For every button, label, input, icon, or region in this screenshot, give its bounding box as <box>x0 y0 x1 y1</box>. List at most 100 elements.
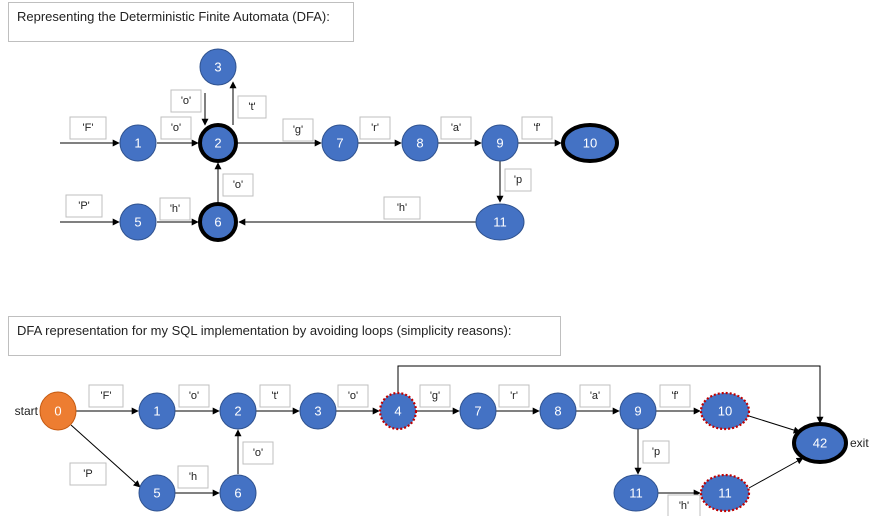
svg-text:'t': 't' <box>248 101 255 113</box>
state-top-9: 9 <box>481 124 519 162</box>
state-top-6: 6 <box>198 202 238 242</box>
state-top-7: 7 <box>321 124 359 162</box>
state-top-1: 1 <box>119 124 157 162</box>
state-bottom-9: 9 <box>619 392 657 430</box>
label-bottom-11-11: 'h' <box>667 494 701 516</box>
edge-10-42 <box>748 415 801 434</box>
state-bottom-10: 10 <box>699 391 751 431</box>
svg-text:'t': 't' <box>271 390 278 402</box>
state-bottom-4: 4 <box>378 391 418 431</box>
svg-text:'o': 'o' <box>348 390 358 402</box>
state-bottom-7: 7 <box>459 392 497 430</box>
state-bottom-11b: 11 <box>699 473 751 513</box>
label-top-P: 'P' <box>65 194 103 218</box>
state-bottom-5: 5 <box>138 474 176 512</box>
svg-text:3: 3 <box>314 404 321 419</box>
label-bottom-P: 'P <box>69 462 107 486</box>
label-top-1-2: 'o' <box>160 116 192 140</box>
svg-text:8: 8 <box>416 136 423 151</box>
svg-text:'o': 'o' <box>233 179 243 191</box>
state-top-8: 8 <box>401 124 439 162</box>
label-top-h: 'h' <box>159 197 191 221</box>
label-top-2-3: 't' <box>237 95 267 119</box>
label-bottom-F: 'F' <box>88 384 124 408</box>
state-bottom-3: 3 <box>299 392 337 430</box>
svg-text:10: 10 <box>718 404 732 419</box>
svg-text:'f': 'f' <box>671 390 678 402</box>
svg-text:6: 6 <box>214 215 221 230</box>
svg-text:'f': 'f' <box>533 122 540 134</box>
start-label: start <box>15 404 39 418</box>
state-bottom-0: 0 <box>39 391 77 431</box>
svg-text:'P': 'P' <box>78 200 90 212</box>
label-top-11-6: 'h' <box>383 196 421 220</box>
label-bottom-r: 'r' <box>498 384 530 408</box>
svg-text:'o': 'o' <box>181 95 191 107</box>
svg-text:'h': 'h' <box>679 500 689 512</box>
svg-text:4: 4 <box>394 404 401 419</box>
state-top-2: 2 <box>198 123 238 163</box>
svg-text:9: 9 <box>634 404 641 419</box>
svg-text:0: 0 <box>54 404 61 419</box>
edge-4-42 <box>397 365 824 424</box>
label-bottom-2-3: 't' <box>259 384 291 408</box>
svg-text:'o': 'o' <box>253 447 263 459</box>
svg-text:9: 9 <box>496 136 503 151</box>
edge-11-42 <box>748 457 804 489</box>
svg-text:'p: 'p <box>652 446 660 458</box>
svg-text:2: 2 <box>234 404 241 419</box>
svg-text:'F': 'F' <box>83 122 94 134</box>
svg-text:11: 11 <box>629 486 643 501</box>
svg-text:'o': 'o' <box>189 390 199 402</box>
label-bottom-6-2: 'o' <box>242 441 274 465</box>
title-box-bottom: DFA representation for my SQL implementa… <box>8 316 561 356</box>
svg-text:'r': 'r' <box>510 390 518 402</box>
exit-label: exit <box>850 436 869 450</box>
state-bottom-1: 1 <box>138 392 176 430</box>
state-bottom-42: 42 <box>792 422 848 464</box>
label-top-f: 'f' <box>521 116 553 140</box>
svg-text:5: 5 <box>153 486 160 501</box>
state-bottom-6: 6 <box>219 474 257 512</box>
svg-text:'a': 'a' <box>590 390 600 402</box>
label-top-p: 'p <box>504 168 532 192</box>
svg-text:1: 1 <box>134 136 141 151</box>
state-top-11: 11 <box>475 203 525 241</box>
label-top-F: 'F' <box>69 116 107 140</box>
svg-text:'h': 'h' <box>170 203 180 215</box>
state-bottom-8: 8 <box>539 392 577 430</box>
label-top-6-2: 'o' <box>222 173 254 197</box>
svg-text:3: 3 <box>214 60 221 75</box>
state-bottom-11a: 11 <box>613 474 659 512</box>
title-box-top: Representing the Deterministic Finite Au… <box>8 2 354 42</box>
svg-text:7: 7 <box>474 404 481 419</box>
label-bottom-f: 'f' <box>659 384 691 408</box>
svg-text:'r': 'r' <box>371 122 379 134</box>
label-top-g: 'g' <box>282 118 314 142</box>
svg-text:'a': 'a' <box>451 122 461 134</box>
label-top-a: 'a' <box>440 116 472 140</box>
label-bottom-3-4: 'o' <box>337 384 369 408</box>
svg-text:11: 11 <box>493 215 507 230</box>
state-bottom-2: 2 <box>219 392 257 430</box>
title-top: Representing the Deterministic Finite Au… <box>17 9 330 24</box>
svg-text:'P: 'P <box>83 468 92 480</box>
label-bottom-h: 'h <box>177 465 209 489</box>
label-bottom-1-2: 'o' <box>178 384 210 408</box>
svg-text:'h: 'h <box>189 471 197 483</box>
svg-text:8: 8 <box>554 404 561 419</box>
svg-text:'g': 'g' <box>293 124 303 136</box>
state-top-5: 5 <box>119 203 157 241</box>
svg-text:6: 6 <box>234 486 241 501</box>
edge-0-5 <box>70 424 141 488</box>
state-top-3: 3 <box>199 48 237 86</box>
svg-text:'g': 'g' <box>430 390 440 402</box>
svg-text:'p: 'p <box>514 174 522 186</box>
svg-text:42: 42 <box>813 436 827 451</box>
svg-text:11: 11 <box>718 486 732 501</box>
svg-text:2: 2 <box>214 136 221 151</box>
svg-text:'F': 'F' <box>101 390 112 402</box>
svg-text:7: 7 <box>336 136 343 151</box>
svg-text:1: 1 <box>153 404 160 419</box>
label-top-r: 'r' <box>359 116 391 140</box>
